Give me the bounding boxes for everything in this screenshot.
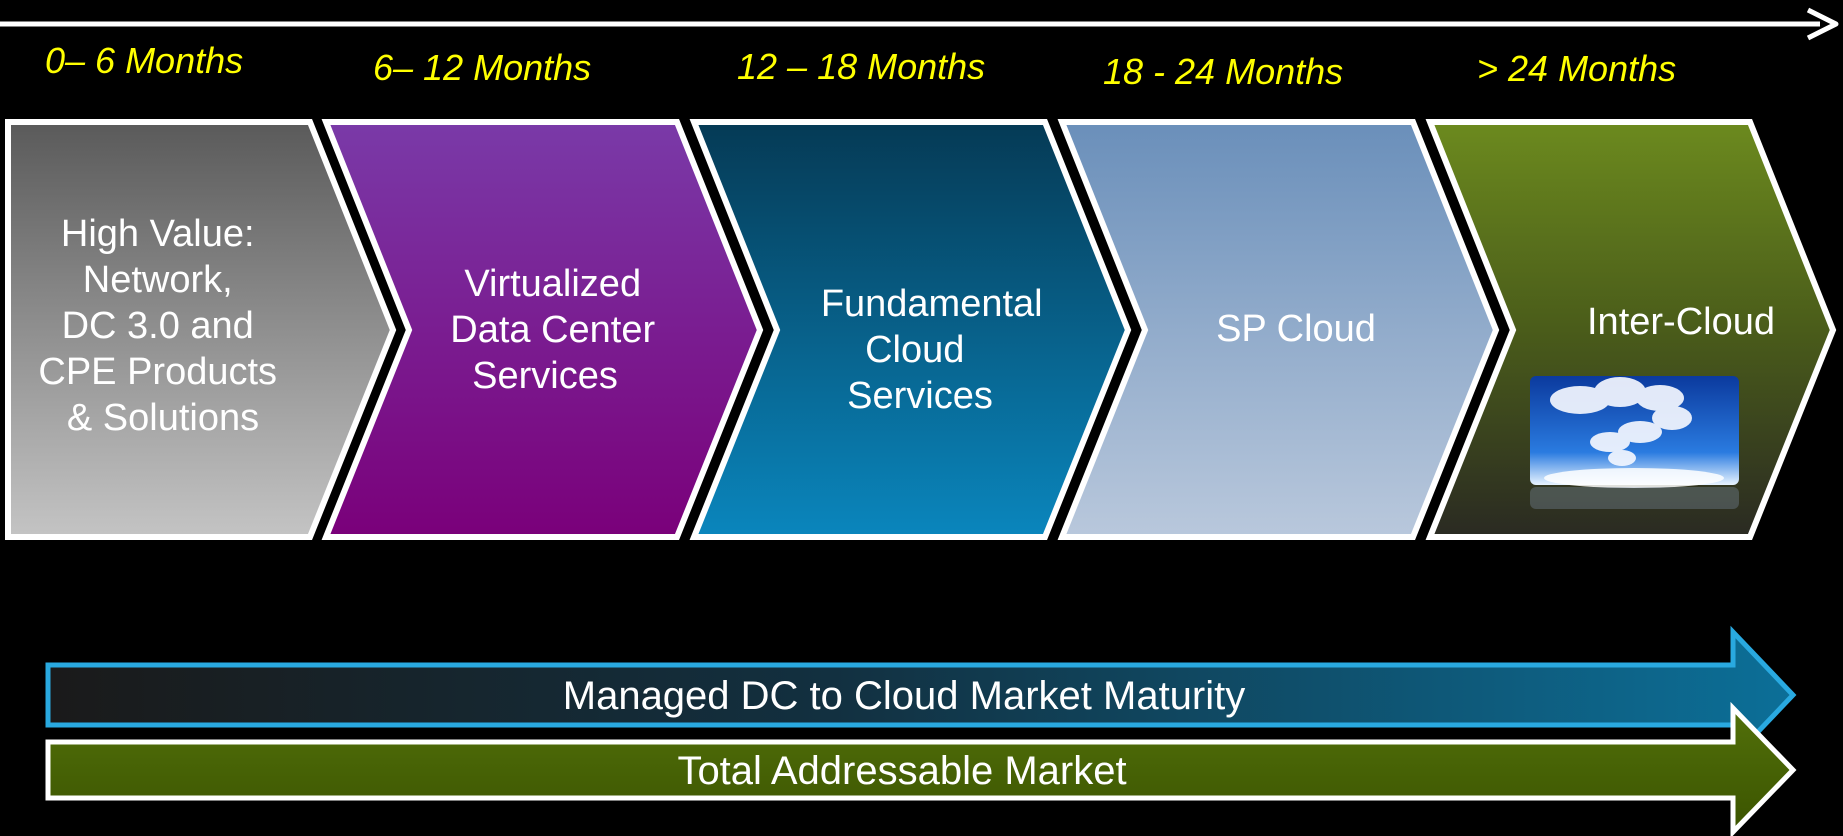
total-addressable-market-arrow — [45, 701, 1797, 836]
phase-chevron-2 — [321, 119, 764, 540]
market-maturity-arrow — [45, 625, 1797, 765]
phase-chevron-1 — [5, 119, 397, 540]
phase-text-2: Virtualized Data Center Services — [450, 263, 665, 397]
period-label-3: 12 – 18 Months — [737, 46, 985, 87]
phase-text-4: SP Cloud — [1216, 308, 1376, 350]
period-label-4: 18 - 24 Months — [1103, 51, 1343, 92]
market-maturity-label: Managed DC to Cloud Market Maturity — [563, 674, 1246, 718]
period-label-2: 6– 12 Months — [373, 47, 591, 88]
period-label-5: > 24 Months — [1477, 48, 1676, 89]
timeline-arrow — [0, 7, 1839, 41]
phase-text-3: Fundamental Cloud Services — [821, 283, 1053, 417]
period-label-1: 0– 6 Months — [45, 40, 243, 81]
phase-chevron-4 — [1057, 119, 1500, 540]
cloud-image — [1530, 376, 1739, 509]
phase-text-5: Inter-Cloud — [1587, 301, 1775, 343]
phase-text-1: High Value: Network, DC 3.0 and CPE Prod… — [38, 213, 287, 439]
total-addressable-market-label: Total Addressable Market — [677, 749, 1126, 793]
phase-chevron-3 — [689, 119, 1132, 540]
